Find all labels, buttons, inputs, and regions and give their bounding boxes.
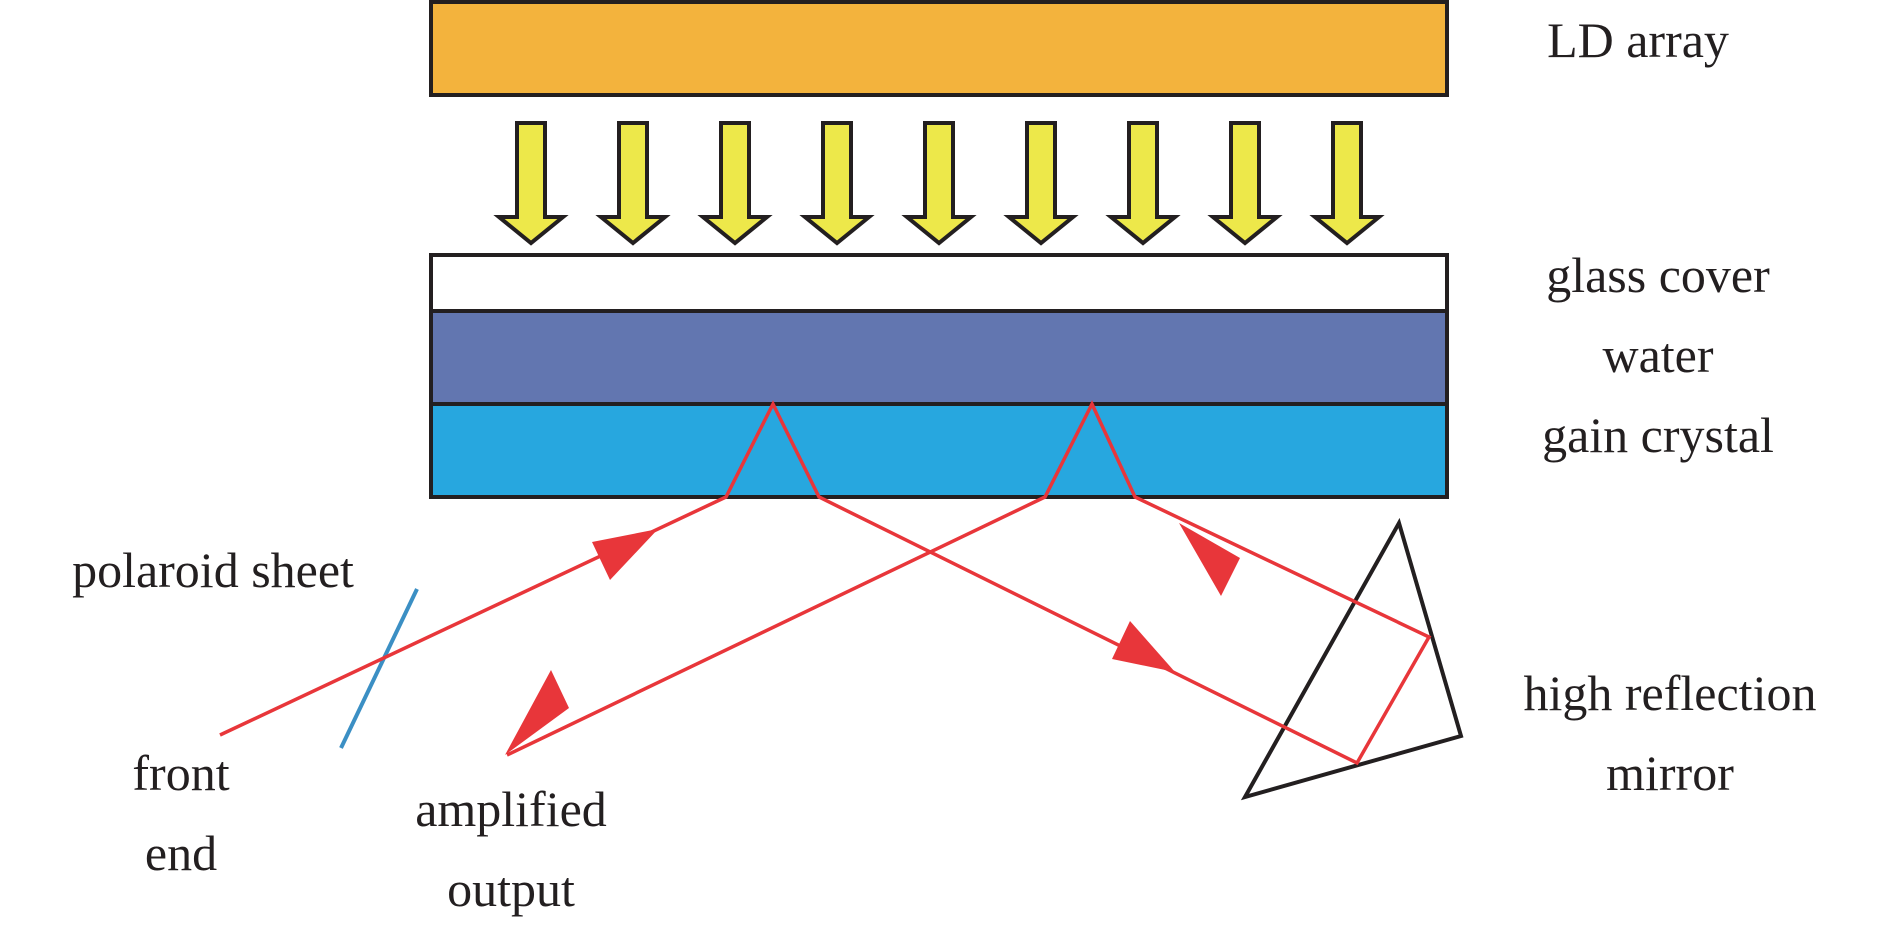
pump-arrows xyxy=(493,121,1385,246)
beam-arrow-to-mirror xyxy=(1112,621,1175,672)
glass-cover-label: glass cover xyxy=(1546,247,1770,303)
polaroid-sheet-line xyxy=(339,588,419,749)
ld-array-label: LD array xyxy=(1547,12,1729,68)
front-label: front xyxy=(132,745,229,801)
gain-crystal-label: gain crystal xyxy=(1542,407,1774,463)
amplified-label: amplified xyxy=(415,781,607,837)
pump-arrow xyxy=(1105,121,1181,246)
beam-arrow-from-mirror xyxy=(1179,523,1240,596)
gain-crystal-layer xyxy=(429,402,1449,499)
end-label: end xyxy=(145,825,217,881)
beam-arrow-in xyxy=(592,529,658,580)
pump-arrow xyxy=(595,121,671,246)
pump-arrow xyxy=(1207,121,1283,246)
high-reflection-label: high reflection xyxy=(1524,665,1817,721)
pump-arrow xyxy=(697,121,773,246)
water-layer xyxy=(429,309,1449,406)
beam-arrow-output xyxy=(505,670,569,755)
polaroid-sheet-label: polaroid sheet xyxy=(72,542,354,598)
glass-cover-layer xyxy=(429,253,1449,313)
output-label: output xyxy=(447,861,575,917)
ld-array-bar xyxy=(429,0,1449,97)
pump-arrow xyxy=(901,121,977,246)
pump-arrow xyxy=(799,121,875,246)
high-reflection-prism xyxy=(1240,517,1464,801)
pump-arrow xyxy=(493,121,569,246)
mirror-label: mirror xyxy=(1606,745,1734,801)
laser-beam-path xyxy=(219,399,1432,766)
water-label: water xyxy=(1602,327,1713,383)
pump-arrow xyxy=(1003,121,1079,246)
pump-arrow xyxy=(1309,121,1385,246)
